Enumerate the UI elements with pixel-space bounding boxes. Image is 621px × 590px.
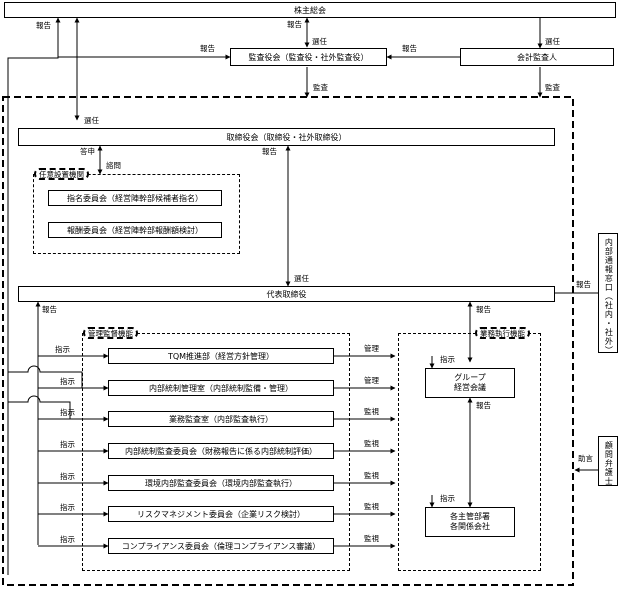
audit-board-label: 監査役会（監査役・社外監査役） [248,52,369,62]
label-report-auditor: 報告 [402,44,417,53]
label-report-audit-top: 報告 [287,20,302,29]
compliance-label: コンプライアンス委員会（倫理コンプライアンス審議） [121,541,321,551]
legal-advisor-box: 顧問弁護士 [598,436,618,486]
divisions-label-2: 各関係会社 [450,522,490,531]
label-instruct-5: 指示 [60,472,75,481]
label-answer: 答申 [80,147,95,156]
shareholders-label: 株主総会 [294,5,326,15]
divisions-box: 各主管部署 各関係会社 [425,507,515,537]
label-elect-rep: 選任 [294,274,309,283]
ic-audit-committee-box: 内部統制監査委員会（財務報告に係る内部統制評価） [108,443,334,459]
board-box: 取締役会（取締役・社外取締役） [18,128,555,146]
mgmt-oversight-frame [82,333,350,571]
label-consult: 諮問 [106,161,121,170]
compensation-committee-box: 報酬委員会（経営陣幹部報酬額検討） [48,222,222,238]
label-instruct-divisions: 指示 [440,494,455,503]
label-instruct-6: 指示 [60,503,75,512]
accounting-auditor-box: 会計監査人 [460,48,614,66]
label-monitor-3: 監視 [364,471,379,480]
whistleblower-box: 内部通報窓口（社内・社外） [598,233,618,355]
risk-label: リスクマネジメント委員会（企業リスク検討） [137,509,305,519]
audit-board-box: 監査役会（監査役・社外監査役） [230,48,387,66]
label-audit-auditor: 監査 [545,83,560,92]
business-audit-box: 業務監査室（内部監査執行） [108,411,334,427]
label-elect-board: 選任 [84,116,99,125]
label-instruct-7: 指示 [60,535,75,544]
execution-tag: 業務執行機能 [475,327,530,339]
compensation-label: 報酬委員会（経営陣幹部報酬額検討） [67,225,203,235]
label-report-board: 報告 [262,147,277,156]
label-monitor-1: 監視 [364,407,379,416]
label-advice: 助言 [578,454,593,463]
whistleblower-label: 内部通報窓口（社内・社外） [604,238,614,355]
tqm-label: TQM推進部（経営方針管理） [167,351,275,361]
label-report-left: 報告 [42,305,57,314]
label-manage-1: 管理 [364,344,379,353]
tqm-box: TQM推進部（経営方針管理） [108,348,334,364]
label-manage-2: 管理 [364,376,379,385]
representative-director-box: 代表取締役 [18,286,555,302]
board-label: 取締役会（取締役・社外取締役） [226,132,347,142]
nomination-label: 指名委員会（経営陣幹部候補者指名） [67,193,203,203]
env-audit-label: 環境内部監査委員会（環境内部監査執行） [145,478,297,488]
label-instruct-group: 指示 [440,355,455,364]
label-monitor-2: 監視 [364,439,379,448]
optional-bodies-tag: 任意設置機関 [34,168,89,180]
label-instruct-4: 指示 [60,440,75,449]
compliance-committee-box: コンプライアンス委員会（倫理コンプライアンス審議） [108,538,334,554]
representative-label: 代表取締役 [266,289,307,299]
label-elect-auditor: 選任 [545,37,560,46]
label-report-group: 報告 [476,401,491,410]
label-monitor-5: 監視 [364,534,379,543]
label-report-audit-left: 報告 [200,44,215,53]
label-report-shareholders: 報告 [36,21,51,30]
label-instruct-1: 指示 [55,345,70,354]
optional-bodies-tag-label: 任意設置機関 [39,169,84,179]
internal-control-box: 内部統制管理室（内部統制監備・管理） [108,380,334,396]
execution-tag-label: 業務執行機能 [480,328,525,338]
internal-control-label: 内部統制管理室（内部統制監備・管理） [149,383,293,393]
accounting-auditor-label: 会計監査人 [517,52,557,62]
mgmt-oversight-tag-label: 管理監督機能 [88,328,133,338]
ic-audit-committee-label: 内部統制監査委員会（財務報告に係る内部統制評価） [125,446,317,456]
label-monitor-4: 監視 [364,502,379,511]
optional-bodies-frame [33,174,240,254]
env-audit-box: 環境内部監査委員会（環境内部監査執行） [108,475,334,491]
label-elect-audit: 選任 [312,37,327,46]
nomination-committee-box: 指名委員会（経営陣幹部候補者指名） [48,190,222,206]
business-audit-label: 業務監査室（内部監査執行） [169,414,273,424]
label-report-whistle: 報告 [576,280,591,289]
group-meeting-box: グループ 経営会議 [425,368,515,398]
group-meeting-label-1: グループ [454,372,486,382]
mgmt-oversight-tag: 管理監督機能 [83,327,138,339]
label-report-exec: 報告 [476,305,491,314]
execution-frame [398,333,541,571]
risk-committee-box: リスクマネジメント委員会（企業リスク検討） [108,506,334,522]
legal-advisor-label: 顧問弁護士 [604,441,614,486]
label-audit-board: 監査 [313,83,328,92]
shareholders-meeting-box: 株主総会 [4,2,616,18]
label-instruct-2: 指示 [60,377,75,386]
group-meeting-label-2: 経営会議 [454,383,486,392]
divisions-label-1: 各主管部署 [450,511,490,521]
label-instruct-3: 指示 [60,408,75,417]
